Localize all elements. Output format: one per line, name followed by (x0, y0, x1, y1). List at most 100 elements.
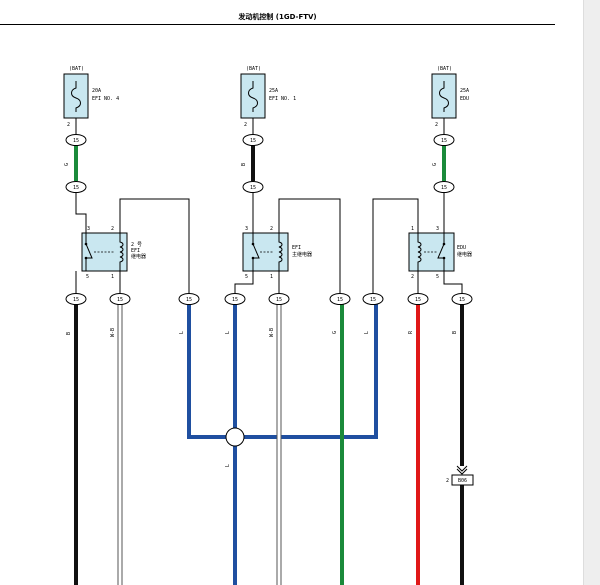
fuse-name: EDU (460, 96, 469, 102)
upper-connectors: 15 15 15 15 15 15 (65, 134, 455, 193)
page-title: 发动机控制 (1GD-FTV) (238, 13, 317, 21)
lower-connectors: 15 15 15 15 15 15 15 15 15 (65, 293, 473, 305)
svg-text:5: 5 (86, 274, 89, 280)
svg-text:5: 5 (436, 274, 439, 280)
relay-switch-icon (437, 233, 445, 271)
svg-text:2: 2 (111, 226, 114, 232)
title-bar: 发动机控制 (1GD-FTV) (0, 0, 555, 25)
splice-point (225, 427, 245, 447)
fuse-rating: 25A (269, 88, 278, 94)
connector-oval: 15 (451, 293, 473, 305)
svg-text:15: 15 (459, 297, 465, 303)
wire-edu-coil-feed (372, 198, 419, 293)
wire-col3-blue (187, 304, 378, 439)
connector-oval: 15 (362, 293, 384, 305)
relay-name-line: 继电器 (457, 251, 472, 258)
relay-name-line: EDU (457, 245, 466, 251)
svg-text:5: 5 (245, 274, 248, 280)
fuse-pin-label: 2 (435, 122, 438, 128)
svg-text:15: 15 (441, 138, 447, 144)
wire-code: L (179, 331, 185, 334)
svg-text:15: 15 (250, 185, 256, 191)
relay-switch-icon (252, 233, 260, 271)
connector-oval: 15 (407, 293, 429, 305)
wire-efimain-coil-feed (278, 198, 341, 293)
wire-code: B (452, 331, 458, 334)
connector-oval: 15 (268, 293, 290, 305)
svg-text:3: 3 (87, 226, 90, 232)
fuse-efi-no4: (BAT) 20A EFI NO. 4 2 G (63, 66, 119, 166)
relay-name-line: 2 号 (131, 242, 142, 248)
relay-coil-icon (119, 233, 124, 271)
relay-coil-icon (417, 233, 422, 271)
wire-code: W-B (110, 328, 116, 337)
svg-text:1: 1 (411, 226, 414, 232)
svg-text:15: 15 (415, 297, 421, 303)
relay-name-line: 主继电器 (292, 251, 312, 258)
wire-code: L (225, 331, 231, 334)
right-scroll-panel[interactable] (583, 0, 600, 585)
connector-box (451, 474, 474, 486)
wire-layer (74, 125, 464, 585)
chevron-down-icon (456, 468, 468, 475)
fuse-source-label: (BAT) (437, 66, 452, 72)
fuse-pin-label: 2 (67, 122, 70, 128)
svg-text:2: 2 (411, 274, 414, 280)
wire-code: W-B (269, 328, 275, 337)
svg-text:15: 15 (337, 297, 343, 303)
relay-efi2: 3 2 5 1 2 号 EFI 继电器 (81, 226, 146, 280)
wire-code: L (225, 464, 231, 467)
connector-oval: 15 (65, 293, 87, 305)
fuse-symbol-icon (71, 81, 81, 112)
wire-edu-pin5 (443, 271, 463, 293)
svg-text:15: 15 (370, 297, 376, 303)
connector-oval: 15 (329, 293, 351, 305)
svg-text:15: 15 (73, 297, 79, 303)
fuse-source-label: (BAT) (69, 66, 84, 72)
wire-code: L (364, 331, 370, 334)
connector-oval: 15 (224, 293, 246, 305)
connector-pin-label: 2 (446, 478, 449, 484)
wire-code: R (408, 330, 414, 334)
svg-text:15: 15 (117, 297, 123, 303)
fuse-symbol-icon (439, 81, 449, 112)
connector-oval: 15 (433, 181, 455, 193)
chevron-down-icon (456, 465, 468, 472)
fuse-symbol-icon (248, 81, 258, 112)
wire-color-code: G (64, 163, 70, 166)
wire-color-code: B (241, 163, 247, 166)
relay-name-line: EFI (131, 248, 140, 254)
connector-oval: 15 (178, 293, 200, 305)
wire-code: B (66, 332, 72, 335)
wiring-diagram: (BAT) 20A EFI NO. 4 2 G (BAT) 25A EFI NO… (63, 66, 474, 585)
connector-oval: 15 (433, 134, 455, 146)
relay-switch-icon (85, 233, 93, 271)
wire-efi2-coil-feed (119, 198, 190, 293)
svg-text:15: 15 (276, 297, 282, 303)
fuse-efi-no1: (BAT) 25A EFI NO. 1 2 B (240, 66, 296, 166)
svg-text:15: 15 (441, 185, 447, 191)
fuse-name: EFI NO. 1 (269, 96, 296, 102)
relay-name-line: 继电器 (131, 253, 146, 260)
fuse-rating: 25A (460, 88, 469, 94)
relay-coil-icon (278, 233, 283, 271)
connector-oval: 15 (109, 293, 131, 305)
fuse-rating: 20A (92, 88, 101, 94)
fuse-name: EFI NO. 4 (92, 96, 119, 102)
relay-efi-main: 3 2 5 1 EFI 主继电器 (242, 226, 312, 280)
wire-efimain-pin5 (234, 271, 254, 293)
svg-text:15: 15 (73, 138, 79, 144)
svg-text:2: 2 (270, 226, 273, 232)
connector-label: B06 (458, 478, 467, 484)
fuse-pin-label: 2 (244, 122, 247, 128)
connector-oval: 15 (65, 134, 87, 146)
relay-name-line: EFI (292, 245, 301, 251)
fuse-source-label: (BAT) (246, 66, 261, 72)
svg-text:15: 15 (232, 297, 238, 303)
svg-text:3: 3 (245, 226, 248, 232)
svg-text:1: 1 (111, 274, 114, 280)
connector-oval: 15 (242, 134, 264, 146)
connector-oval: 15 (65, 181, 87, 193)
svg-text:15: 15 (186, 297, 192, 303)
